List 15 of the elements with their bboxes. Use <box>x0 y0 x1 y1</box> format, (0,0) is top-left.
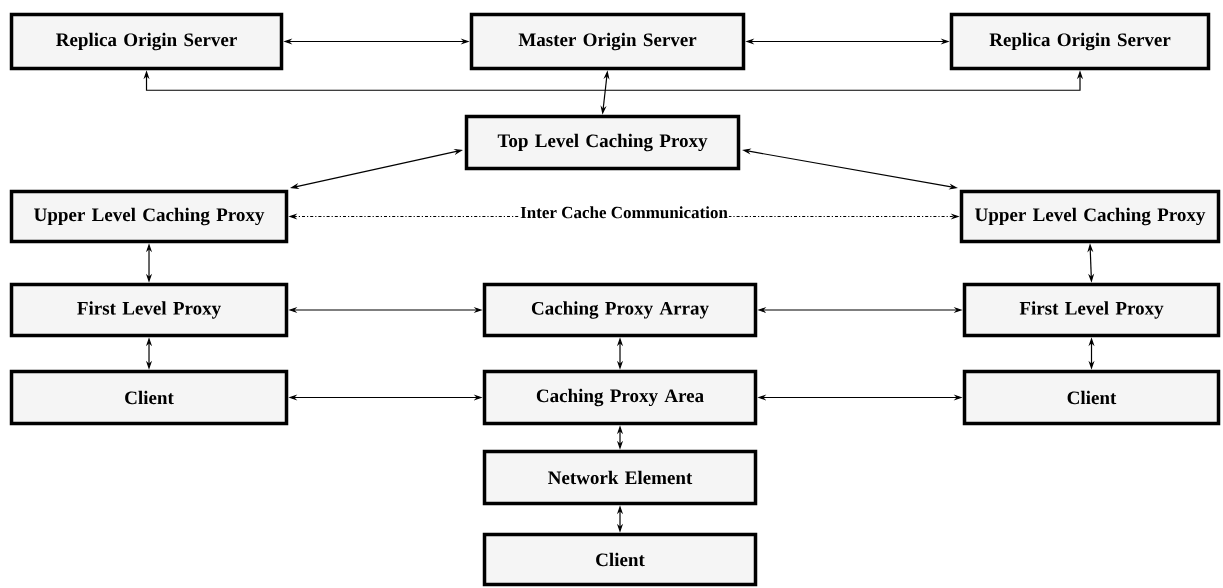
process-box: Replica Origin Server <box>9 12 284 71</box>
process-box: Upper Level Caching Proxy <box>9 189 289 244</box>
process-box: Client <box>482 532 758 587</box>
process-box: Replica Origin Server <box>949 12 1211 71</box>
process-box: First Level Proxy <box>9 282 289 338</box>
process-box: Client <box>962 369 1221 426</box>
process-box: Top Level Caching Proxy <box>464 114 741 171</box>
process-box: Network Element <box>482 449 758 506</box>
process-box: Client <box>9 369 289 426</box>
process-box: First Level Proxy <box>962 282 1221 338</box>
edge-label: Inter Cache Communication <box>519 205 729 220</box>
process-box: Master Origin Server <box>469 12 746 71</box>
process-box: Caching Proxy Array <box>482 282 758 338</box>
process-box: Caching Proxy Area <box>482 369 758 426</box>
process-box: Upper Level Caching Proxy <box>959 189 1221 244</box>
